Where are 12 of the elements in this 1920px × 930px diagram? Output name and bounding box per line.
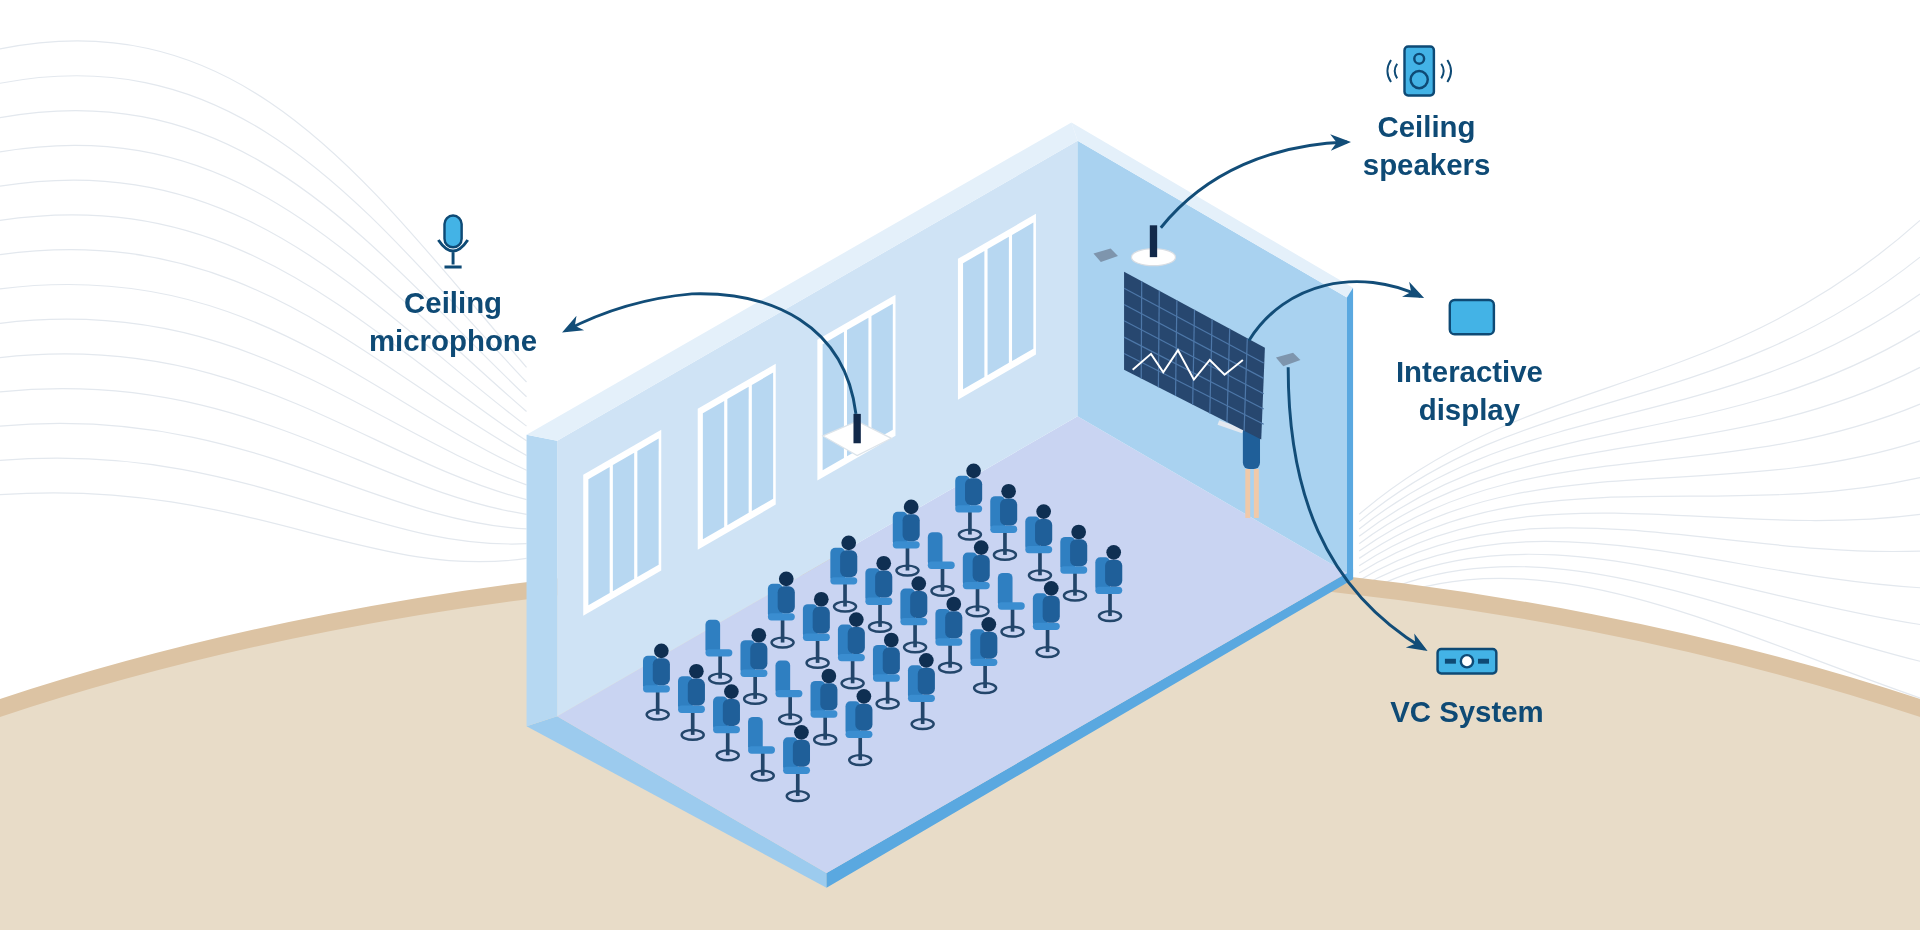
ceiling-speaker-drawing <box>1130 225 1177 267</box>
arrow <box>1286 367 1428 652</box>
callout-label: Ceiling microphone <box>361 284 545 360</box>
interactive-display-drawing <box>1123 271 1265 440</box>
callout-label: Interactive display <box>1377 352 1562 429</box>
arrow <box>1159 134 1352 229</box>
ceiling-microphone-drawing <box>821 413 893 457</box>
arrow <box>562 292 858 415</box>
arrow <box>1247 280 1425 342</box>
callout-label: Ceiling speakers <box>1334 107 1519 184</box>
callout-label: VC System <box>1375 693 1559 732</box>
camera-drawing <box>1275 352 1301 367</box>
